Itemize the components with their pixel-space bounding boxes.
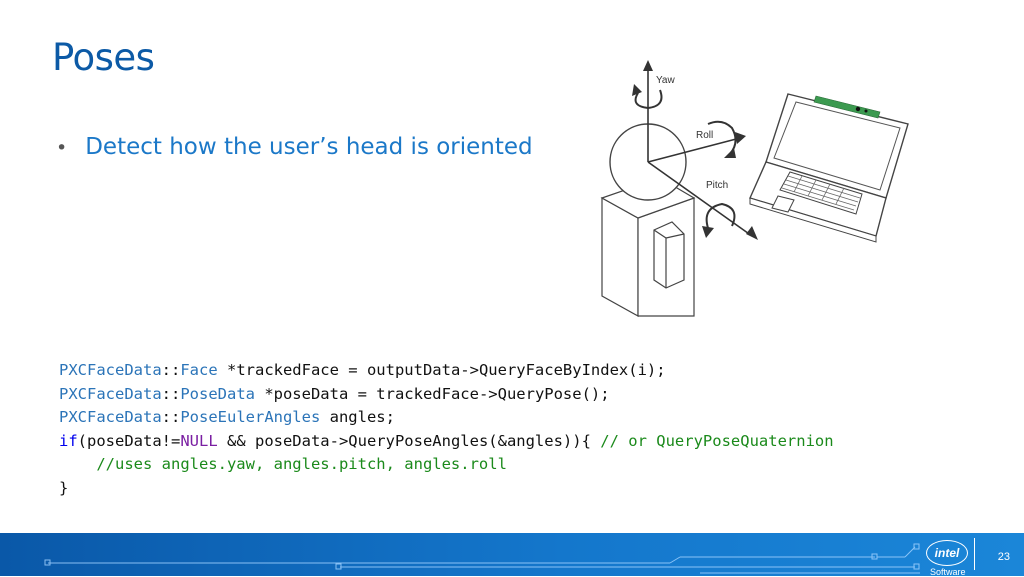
- roll-axis: [647, 137, 741, 163]
- box-inner-top2: [665, 233, 685, 239]
- code-token: ::: [161, 361, 181, 379]
- roll-rotation-head: [724, 148, 736, 158]
- code-token: NULL: [180, 431, 218, 450]
- pitch-axis: [647, 161, 753, 237]
- code-token: ::: [161, 408, 181, 426]
- laptop-touchpad: [771, 195, 795, 213]
- code-token: PXCFaceData: [59, 361, 162, 379]
- roll-rotation-arrow: [707, 120, 737, 155]
- yaw-label: Yaw: [656, 75, 675, 86]
- laptop-camera-strip: [813, 95, 881, 119]
- pitch-arrowhead: [746, 226, 758, 240]
- code-token: PoseEulerAngles: [180, 408, 321, 426]
- code-snippet: PXCFaceData::Face *trackedFace = outputD…: [59, 359, 834, 500]
- bullet-item: • Detect how the user’s head is oriented: [56, 134, 533, 160]
- head-pose-diagram: Yaw Roll Pitch: [600, 60, 909, 318]
- code-token: PXCFaceData: [59, 408, 162, 426]
- bullet-dot: •: [56, 137, 68, 159]
- laptop-keyboard: [779, 171, 863, 215]
- pitch-label: Pitch: [706, 180, 728, 191]
- circuit-decoration: [44, 543, 920, 574]
- footer-bar: [0, 533, 1024, 576]
- code-token: [59, 455, 96, 473]
- box-front-face: [601, 196, 639, 318]
- code-line: PXCFaceData::PoseData *poseData = tracke…: [59, 383, 834, 407]
- page-number: 23: [997, 551, 1010, 563]
- code-line: }: [59, 477, 834, 501]
- code-token: ::: [161, 384, 181, 403]
- bullet-text: Detect how the user’s head is oriented: [85, 134, 533, 160]
- code-token: *trackedFace = outputData->QueryFaceByIn…: [217, 361, 666, 379]
- camera-lens-icon-2: [864, 109, 868, 113]
- code-token: && poseData->QueryPoseAngles(&angles)){: [217, 431, 601, 450]
- keyboard-keys: [781, 175, 861, 211]
- code-token: Face: [180, 361, 218, 379]
- code-line: if(poseData!=NULL && poseData->QueryPose…: [59, 430, 834, 454]
- code-token: //uses angles.yaw, angles.pitch, angles.…: [96, 455, 507, 473]
- code-token: PoseData: [180, 384, 255, 403]
- slide-title: Poses: [52, 36, 155, 79]
- yaw-arrowhead: [643, 60, 653, 71]
- code-token: *poseData = trackedFace->QueryPose();: [254, 384, 610, 403]
- camera-lens-icon: [855, 106, 861, 112]
- roll-label: Roll: [696, 130, 713, 141]
- code-token: if: [59, 431, 78, 450]
- code-token: PXCFaceData: [59, 384, 162, 403]
- pitch-rotation-head: [702, 226, 714, 238]
- intel-logo-icon: intel: [926, 540, 968, 566]
- code-line: PXCFaceData::Face *trackedFace = outputD…: [59, 359, 834, 383]
- laptop-screen: [773, 101, 901, 191]
- intel-software-logo: intel Software: [926, 538, 975, 577]
- code-token: (poseData!=: [77, 431, 181, 450]
- code-token: }: [59, 478, 69, 497]
- code-token: // or QueryPoseQuaternion: [600, 431, 834, 450]
- box-inner-block: [653, 221, 685, 289]
- code-line: PXCFaceData::PoseEulerAngles angles;: [59, 406, 834, 430]
- brand-separator: [974, 538, 975, 570]
- roll-arrowhead: [735, 132, 746, 144]
- code-line: //uses angles.yaw, angles.pitch, angles.…: [59, 453, 834, 477]
- code-token: angles;: [320, 408, 395, 426]
- yaw-rotation-arrow: [634, 89, 663, 110]
- box-inner-top: [653, 229, 667, 239]
- brand-software-text: Software: [930, 567, 966, 577]
- yaw-rotation-head: [632, 84, 642, 96]
- pitch-rotation-arrow: [705, 202, 736, 229]
- laptop-illustration: [749, 93, 909, 243]
